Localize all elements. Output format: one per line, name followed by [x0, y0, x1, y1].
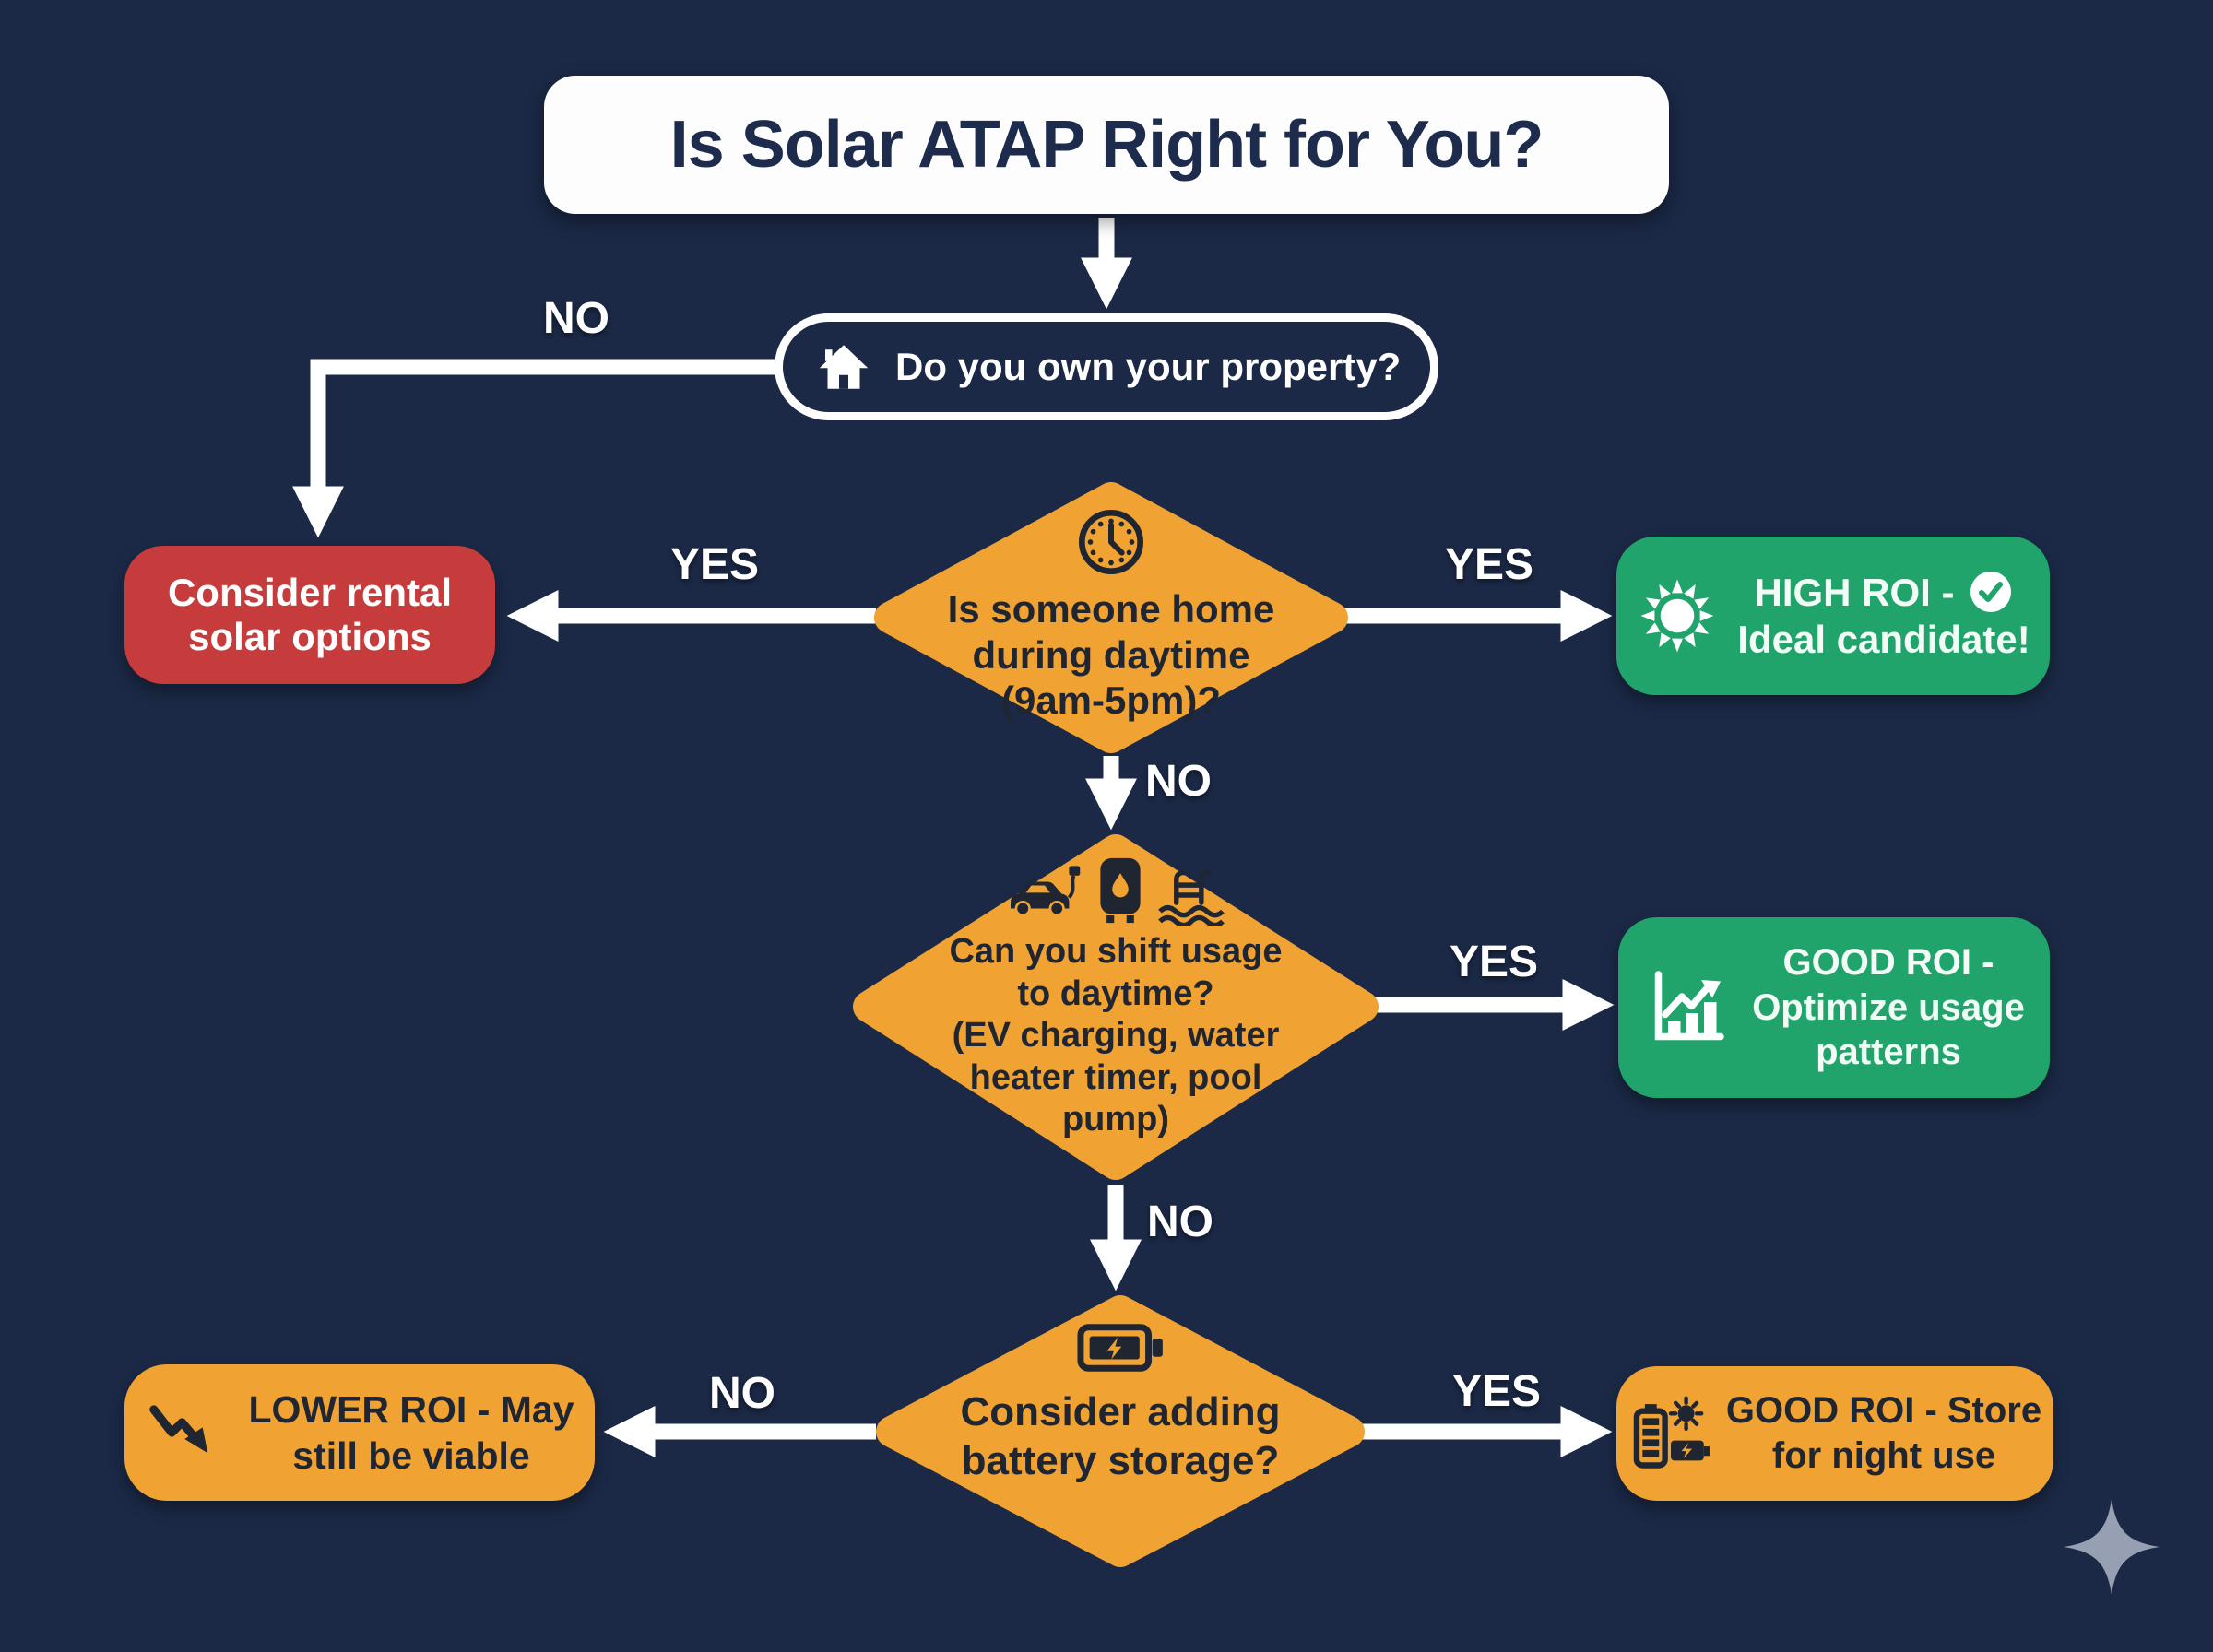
water-heater-icon	[1095, 856, 1145, 926]
battery-question: Consider adding battery storage?	[960, 1389, 1281, 1483]
battery-charging-icon	[1074, 1316, 1166, 1379]
trend-down-icon	[145, 1397, 230, 1469]
node-good-roi-optimize: GOOD ROI - Optimize usage patterns	[1618, 917, 2050, 1098]
sparkle-icon	[2064, 1499, 2160, 1595]
property-question: Do you own your property?	[895, 345, 1402, 388]
check-circle-icon	[1969, 570, 2013, 614]
edge-label-daytime-yes-left: YES	[669, 540, 760, 589]
daytime-diamond-content: Is someone home during daytime (9am-5pm)…	[899, 505, 1323, 724]
high-roi-line2: Ideal candidate!	[1737, 618, 2030, 661]
page-title: Is Solar ATAP Right for You?	[669, 108, 1544, 182]
battery-sun-icon	[1628, 1396, 1713, 1471]
edge-label-property-no: NO	[543, 294, 609, 343]
house-icon	[814, 339, 873, 395]
chart-up-icon	[1643, 963, 1732, 1052]
high-roi-line1: HIGH ROI -	[1754, 570, 1955, 614]
node-rental-options: Consider rental solar options	[124, 546, 495, 684]
diamond-shift-usage	[853, 834, 1379, 1180]
store-label: GOOD ROI - Store for night use	[1725, 1390, 2042, 1476]
sun-icon	[1636, 574, 1719, 657]
node-own-property: Do you own your property?	[775, 313, 1438, 420]
edge-label-daytime-yes-right: YES	[1444, 540, 1534, 589]
node-lower-roi: LOWER ROI - May still be viable	[124, 1364, 595, 1501]
clock-icon	[1074, 505, 1148, 579]
edge-label-daytime-no: NO	[1145, 757, 1212, 806]
shift-question: Can you shift usage to daytime? (EV char…	[949, 932, 1283, 1139]
ev-car-icon	[1005, 865, 1084, 926]
lower-roi-label: LOWER ROI - May still be viable	[248, 1387, 574, 1477]
rental-label: Consider rental solar options	[167, 571, 453, 658]
diamond-daytime	[874, 482, 1348, 753]
edge-label-battery-yes: YES	[1451, 1367, 1542, 1416]
edge-label-battery-no: NO	[709, 1369, 775, 1418]
shift-diamond-content: Can you shift usage to daytime? (EV char…	[862, 856, 1369, 1141]
diamond-battery-storage	[876, 1295, 1365, 1567]
edge-label-shift-yes: YES	[1449, 938, 1539, 986]
title-banner: Is Solar ATAP Right for You?	[544, 76, 1669, 214]
optimize-label: GOOD ROI - Optimize usage patterns	[1752, 941, 2025, 1073]
daytime-question: Is someone home during daytime (9am-5pm)…	[947, 587, 1275, 723]
pool-icon	[1156, 865, 1226, 926]
battery-diamond-content: Consider adding battery storage?	[904, 1316, 1337, 1486]
node-high-roi: HIGH ROI - Ideal candidate!	[1616, 537, 2050, 695]
edge-label-shift-no: NO	[1147, 1198, 1213, 1246]
flow-arrows	[292, 218, 1615, 1457]
node-good-roi-store: GOOD ROI - Store for night use	[1616, 1366, 2053, 1501]
arrow-property-no	[292, 359, 775, 538]
